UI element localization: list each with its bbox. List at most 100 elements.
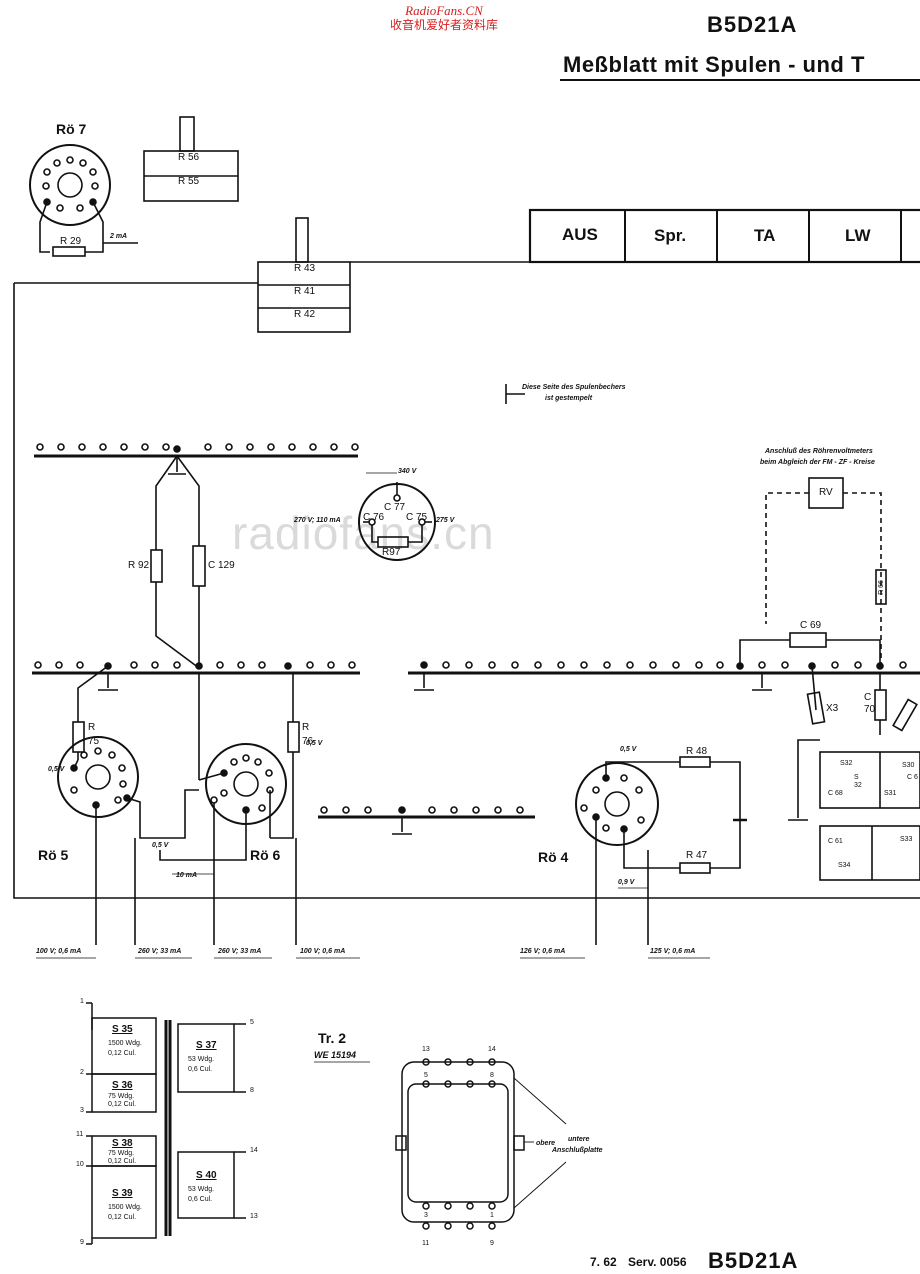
r76-label-b: 76 xyxy=(302,736,314,747)
tr2-part: WE 15194 xyxy=(314,1050,357,1060)
pin-9: 9 xyxy=(80,1239,84,1246)
note-anschluss-1: Anschluß des Röhrenvoltmeters xyxy=(765,448,873,455)
switch-aus: AUS xyxy=(562,225,598,244)
rv-label: RV xyxy=(819,487,833,498)
s38-label: S 38 xyxy=(112,1138,133,1149)
pin-3: 3 xyxy=(80,1107,84,1114)
meas-05v-c: 0,5 V xyxy=(152,842,169,849)
r48-label: R 48 xyxy=(686,746,708,757)
meas-270v: 270 V; 110 mA xyxy=(294,517,341,524)
s37-wdg: 53 Wdg. xyxy=(188,1056,215,1063)
coil-s5: S xyxy=(854,774,859,781)
s36-wdg: 75 Wdg. xyxy=(108,1093,135,1100)
coil-s5b: 32 xyxy=(854,782,862,789)
tube-ro7-label: Rö 7 xyxy=(56,121,87,137)
r47-label: R 47 xyxy=(686,850,708,861)
meas-10ma: 10 mA xyxy=(176,872,198,879)
s35-wdg: 1500 Wdg. xyxy=(108,1040,142,1047)
page-title: Meßblatt mit Spulen - und T xyxy=(563,52,865,77)
s37-label: S 37 xyxy=(196,1040,217,1051)
pin-11: 11 xyxy=(76,1131,84,1138)
note-spulenbecher-2: ist gestempelt xyxy=(545,395,593,402)
meas-275v: 275 V xyxy=(436,517,455,524)
c129-label: C 129 xyxy=(208,560,235,571)
c70-label-a: C xyxy=(864,692,872,703)
c68-label: C 68 xyxy=(828,790,843,797)
s38-cul: 0,12 Cul. xyxy=(108,1158,137,1165)
top-strip-terminals xyxy=(36,443,359,453)
bobbin-pin-5: 5 xyxy=(424,1072,428,1079)
coil-s30: S30 xyxy=(902,762,915,769)
watermark-center: radiofans.cn xyxy=(232,507,495,559)
footer-date: 7. 62 xyxy=(590,1255,617,1269)
meas-bottom-4: 100 V; 0,6 mA xyxy=(300,948,346,955)
c69-label: C 69 xyxy=(800,620,822,631)
untere-label-2: Anschlußplatte xyxy=(552,1147,603,1154)
bobbin-pin-8: 8 xyxy=(490,1072,494,1079)
s35-cul: 0,12 Cul. xyxy=(108,1050,137,1057)
r97-label: R97 xyxy=(382,547,401,558)
coil-s33: S33 xyxy=(900,836,913,843)
watermark-top: RadioFans.CN 收音机爱好者资料库 xyxy=(390,4,498,33)
s38-wdg: 75 Wdg. xyxy=(108,1150,135,1157)
s35-label: S 35 xyxy=(112,1024,133,1035)
switch-spr: Spr. xyxy=(654,226,687,245)
meas-05v-a: 0,5 V xyxy=(48,766,65,773)
r76-label-a: R xyxy=(302,722,310,733)
bobbin-drawing xyxy=(395,1058,567,1230)
c76-label: C 76 xyxy=(363,512,385,523)
tube-ro6-label: Rö 6 xyxy=(250,847,281,863)
untere-label-1: untere xyxy=(568,1136,590,1143)
bobbin-pin-11: 11 xyxy=(422,1240,430,1247)
meas-bottom-6: 125 V; 0,6 mA xyxy=(650,948,696,955)
r92-label: R 92 xyxy=(128,560,150,571)
footer-serv: Serv. 0056 xyxy=(628,1255,687,1269)
pin-14: 14 xyxy=(250,1147,258,1154)
coil-s32: S32 xyxy=(840,760,853,767)
meas-2ma: 2 mA xyxy=(110,233,128,240)
pin-8: 8 xyxy=(250,1087,254,1094)
pin-1: 1 xyxy=(80,998,84,1005)
s40-wdg: 53 Wdg. xyxy=(188,1186,215,1193)
tube-ro5-label: Rö 5 xyxy=(38,847,69,863)
meas-bottom-2: 260 V; 33 mA xyxy=(138,948,182,955)
r41-label: R 41 xyxy=(294,286,316,297)
s36-cul: 0,12 Cul. xyxy=(108,1101,137,1108)
s40-label: S 40 xyxy=(196,1170,217,1181)
c77-label: C 77 xyxy=(384,502,406,513)
note-spulenbecher-1: Diese Seite des Spulenbechers xyxy=(522,384,626,391)
transformer-tr2 xyxy=(86,1002,246,1245)
bobbin-pin-3: 3 xyxy=(424,1212,428,1219)
footer-model: B5D21A xyxy=(708,1248,799,1273)
coil-s31: S31 xyxy=(884,790,897,797)
r55-label: R 55 xyxy=(178,176,200,187)
tr2-name: Tr. 2 xyxy=(318,1030,347,1046)
r43-label: R 43 xyxy=(294,263,316,274)
s39-cul: 0,12 Cul. xyxy=(108,1214,137,1221)
meas-340v: 340 V xyxy=(398,468,417,475)
r75-label-a: R xyxy=(88,722,96,733)
r66-label: R 66 xyxy=(877,580,885,595)
pin-2: 2 xyxy=(80,1069,84,1076)
c61-label: C 61 xyxy=(828,838,843,845)
s36-label: S 36 xyxy=(112,1080,133,1091)
c75-label: C 75 xyxy=(406,512,428,523)
s39-label: S 39 xyxy=(112,1188,133,1199)
obere-label: obere xyxy=(536,1140,556,1147)
pin-10: 10 xyxy=(76,1161,84,1168)
s39-wdg: 1500 Wdg. xyxy=(108,1204,142,1211)
switch-lw: LW xyxy=(845,226,871,245)
pin-13: 13 xyxy=(250,1213,258,1220)
pin-5: 5 xyxy=(250,1019,254,1026)
bobbin-pin-9: 9 xyxy=(490,1240,494,1247)
s40-cul: 0,6 Cul. xyxy=(188,1196,213,1203)
s37-cul: 0,6 Cul. xyxy=(188,1066,213,1073)
x3-label: X3 xyxy=(826,703,839,714)
meas-bottom-5: 126 V; 0,6 mA xyxy=(520,948,566,955)
mid-strip-terminals-left xyxy=(34,661,356,670)
meas-05v-d: 0,5 V xyxy=(620,746,637,753)
switch-ta: TA xyxy=(754,226,776,245)
r29-label: R 29 xyxy=(60,236,82,247)
meas-09v: 0,9 V xyxy=(618,879,635,886)
